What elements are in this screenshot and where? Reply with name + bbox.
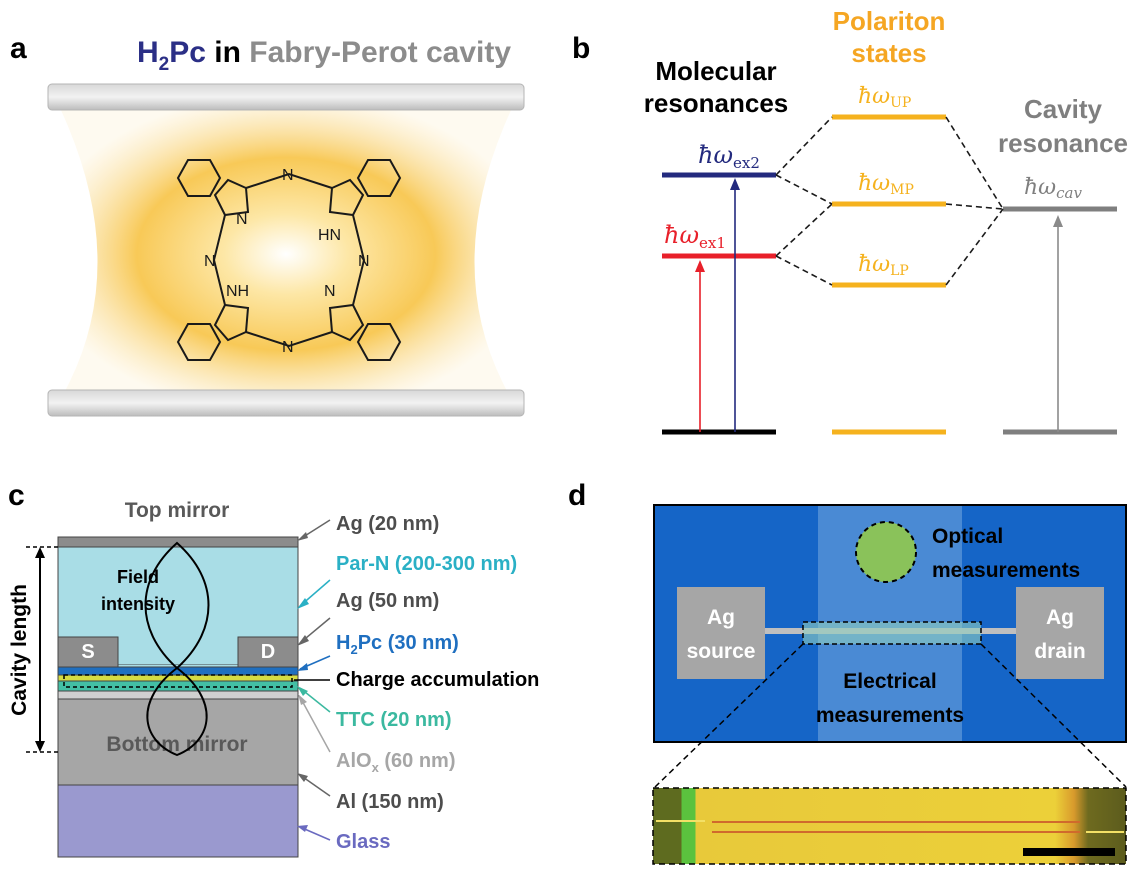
callout-al: Al (150 nm) <box>336 791 444 813</box>
atom-n-left-upper: N <box>236 211 248 228</box>
field-lobe-bottom <box>146 666 208 757</box>
callout-ag-20: Ag (20 nm) <box>336 513 439 535</box>
field-intensity-line1: Field <box>117 567 159 587</box>
field-intensity-line2: intensity <box>101 594 175 614</box>
label-up: ħωUP <box>858 84 911 111</box>
title-in: in <box>206 36 249 69</box>
callout-charge-accumulation: Charge accumulation <box>336 669 539 691</box>
bottom-cavity-mirror <box>47 389 525 417</box>
panel-b: b Molecular resonances Polariton states … <box>572 6 1128 435</box>
panel-a-title: H2Pc in Fabry-Perot cavity <box>137 36 511 75</box>
transition-arrows <box>695 178 1063 432</box>
label-cav: ħωcav <box>1024 175 1082 202</box>
layer-ttc <box>57 680 299 692</box>
atom-n-right: N <box>358 253 370 270</box>
ag-drain-label-line2: drain <box>1034 640 1085 663</box>
atom-nh: NH <box>226 283 249 300</box>
panel-a-letter: a <box>10 32 27 65</box>
molecular-title-line2: resonances <box>644 88 789 118</box>
layer-callouts: Ag (20 nm) Par-N (200-300 nm) Ag (50 nm)… <box>294 513 539 853</box>
ag-drain-label-line1: Ag <box>1046 606 1074 629</box>
ag-source-pad <box>677 587 765 679</box>
label-ex1: ħωex1 <box>664 221 726 252</box>
drain-label: D <box>261 641 275 663</box>
coupling-lines <box>775 116 1004 286</box>
molecular-title-line1: Molecular <box>655 56 776 86</box>
atom-hn: HN <box>318 227 341 244</box>
channel-region <box>802 621 982 645</box>
polariton-title-line1: Polariton <box>833 6 946 36</box>
top-mirror-label: Top mirror <box>125 499 230 522</box>
layer-charge <box>57 674 299 682</box>
panel-d-letter: d <box>568 479 586 512</box>
callout-par-n: Par-N (200-300 nm) <box>336 553 517 575</box>
callout-h2pc: H2Pc (30 nm) <box>336 632 459 657</box>
molecule-atom-labels: N N N HN N NH N N <box>204 167 370 356</box>
callout-alox: AlOx (60 nm) <box>336 750 455 775</box>
label-ex2: ħωex2 <box>698 141 760 172</box>
layer-alox <box>57 690 299 700</box>
callout-ag-50: Ag (50 nm) <box>336 590 439 612</box>
atom-n-bottom: N <box>282 339 294 356</box>
top-cavity-mirror <box>47 83 525 111</box>
panel-a: a H2Pc in Fabry-Perot cavity <box>10 32 525 417</box>
atom-n-right-lower: N <box>324 283 336 300</box>
callout-ttc: TTC (20 nm) <box>336 709 452 731</box>
layer-glass <box>57 784 299 858</box>
layer-ag-top <box>57 536 299 548</box>
title-molecule: H <box>137 36 159 69</box>
cavity-title-line1: Cavity <box>1024 94 1103 124</box>
panel-c: c Top mirror S D Bottom mirror Field int… <box>8 479 539 858</box>
atom-n-left: N <box>204 253 216 270</box>
optical-label-line2: measurements <box>932 559 1080 582</box>
callout-glass: Glass <box>336 831 390 853</box>
zoom-line-left <box>654 643 804 788</box>
title-molecule-rest: Pc <box>169 36 206 69</box>
title-cavity: Fabry-Perot cavity <box>249 36 511 69</box>
panel-d: d Optical measurements Ag source Ag drai… <box>568 479 1127 865</box>
electrical-label-line2: measurements <box>816 704 964 727</box>
atom-n-top: N <box>282 167 294 184</box>
label-mp: ħωMP <box>858 171 914 198</box>
phthalocyanine-molecule <box>176 159 402 361</box>
title-molecule-subscript: 2 <box>159 54 170 75</box>
cavity-title-line2: resonance <box>998 128 1128 158</box>
scale-bar <box>1023 848 1115 856</box>
ag-source-label-line2: source <box>687 640 756 663</box>
polariton-title-line2: states <box>851 38 926 68</box>
panel-b-letter: b <box>572 32 590 65</box>
cavity-length-arrowhead-top <box>35 547 45 558</box>
optical-label-line1: Optical <box>932 525 1003 548</box>
cavity-field-glow <box>60 108 512 400</box>
layer-al <box>57 698 299 786</box>
cavity-length-arrowhead-bottom <box>35 741 45 752</box>
optical-spot <box>855 521 917 583</box>
label-lp: ħωLP <box>858 252 909 279</box>
cavity-length-label: Cavity length <box>8 584 31 716</box>
panel-c-letter: c <box>8 479 25 512</box>
bottom-mirror-label: Bottom mirror <box>106 733 247 756</box>
electrical-label-line1: Electrical <box>843 670 936 693</box>
source-contact <box>57 636 119 668</box>
charge-accumulation-box <box>63 674 293 688</box>
zoom-line-right <box>980 643 1127 788</box>
source-label: S <box>81 641 94 663</box>
ag-drain-pad <box>1016 587 1104 679</box>
ag-source-label-line1: Ag <box>707 606 735 629</box>
